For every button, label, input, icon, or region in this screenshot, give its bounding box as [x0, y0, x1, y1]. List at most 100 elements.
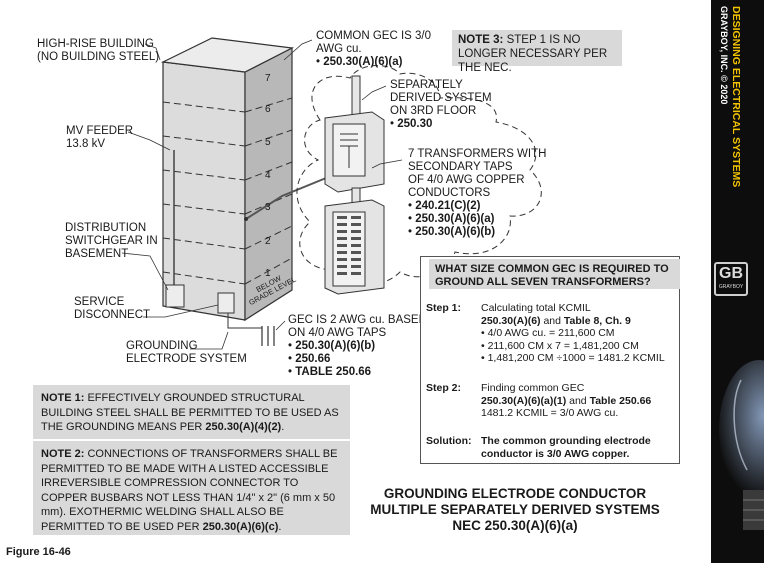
title-line: NEC 250.30(A)(6)(a): [452, 518, 578, 533]
label-line: • 240.21(C)(2): [408, 200, 481, 212]
code-ref: 250.30(A)(6)(a)(1): [481, 394, 567, 407]
code-ref: 250.30(A)(4)(2): [205, 421, 282, 433]
high-rise-label: HIGH-RISE BUILDING (NO BUILDING STEEL): [37, 38, 159, 64]
floor-number-1: 1: [265, 268, 271, 279]
and-text: and: [569, 394, 587, 407]
solution-text: The common grounding electrode conductor…: [481, 435, 651, 460]
sidebar-title: DESIGNING ELECTRICAL SYSTEMS: [730, 6, 742, 187]
label-line: GEC IS 2 AWG cu. BASED: [288, 314, 427, 326]
code-ref: 250.66: [295, 353, 331, 365]
label-line: BASEMENT: [65, 248, 129, 260]
figure-title: GROUNDING ELECTRODE CONDUCTOR MULTIPLE S…: [365, 486, 665, 534]
label-line: • 250.30(A)(6)(b): [408, 226, 496, 238]
building-illustration: [121, 37, 542, 350]
floor-number-4: 4: [265, 170, 271, 181]
label-line: 13.8 kV: [66, 138, 105, 150]
step-title: Calculating total KCMIL: [481, 302, 591, 314]
label-line: • 250.30(A)(6)(a): [408, 213, 495, 225]
label-line: HIGH-RISE BUILDING: [37, 38, 154, 50]
label-line: OF 4/0 AWG COPPER: [408, 174, 525, 186]
note-1: NOTE 1: EFFECTIVELY GROUNDED STRUCTURAL …: [33, 385, 350, 439]
title-line: MULTIPLE SEPARATELY DERIVED SYSTEMS: [370, 502, 660, 517]
code-ref: TABLE 250.66: [295, 366, 372, 378]
building-roof: [160, 37, 295, 73]
step-title: Finding common GEC: [481, 382, 585, 394]
label-line: • TABLE 250.66: [288, 366, 372, 378]
calc-line: 1481.2 KCMIL = 3/0 AWG cu.: [481, 407, 619, 419]
floor-number-5: 5: [265, 137, 271, 148]
code-ref: 250.30(A)(6): [481, 314, 541, 327]
solution: Solution: The common grounding electrode…: [426, 435, 676, 463]
note-2: NOTE 2: CONNECTIONS OF TRANSFORMERS SHAL…: [33, 441, 350, 535]
distribution-label: DISTRIBUTION SWITCHGEAR IN BASEMENT: [65, 222, 158, 261]
gec-to-electrode: [227, 313, 262, 329]
floor-number-6: 6: [265, 104, 271, 115]
step-body: Finding common GEC 250.30(A)(6)(a)(1) an…: [481, 382, 651, 420]
grounding-electrodes: [261, 326, 275, 346]
distribution-switchgear: [165, 284, 185, 308]
label-line: (NO BUILDING STEEL): [37, 51, 160, 63]
leader-lines: [121, 39, 403, 350]
note-label: NOTE 1:: [41, 392, 85, 404]
step-2: Step 2: Finding common GEC 250.30(A)(6)(…: [426, 382, 676, 422]
label-line: CONDUCTORS: [408, 187, 491, 199]
note-text: CONNECTIONS OF TRANSFORMERS SHALL BE PER…: [41, 448, 338, 533]
label-line: SECONDARY TAPS: [408, 161, 513, 173]
mv-feeder-label: MV FEEDER 13.8 kV: [66, 125, 133, 151]
code-ref: 250.30(A)(6)(b): [295, 340, 376, 352]
code-ref: 250.30(A)(6)(a): [415, 213, 495, 225]
code-ref: 250.30(A)(6)(c): [202, 520, 279, 533]
service-disconnect: [217, 292, 235, 314]
label-line: DISCONNECT: [74, 309, 151, 321]
floor-number-2: 2: [265, 236, 271, 247]
grounding-electrode-label: GROUNDING ELECTRODE SYSTEM: [126, 340, 247, 366]
label-line: ON 3RD FLOOR: [390, 105, 477, 117]
label-line: DERIVED SYSTEM: [390, 92, 492, 104]
label-line: GROUNDING: [126, 340, 198, 352]
gb-logo: GB GRAYBOY: [714, 262, 748, 296]
calculation-box: WHAT SIZE COMMON GEC IS REQUIRED TO GROU…: [420, 256, 680, 464]
label-line: DISTRIBUTION: [65, 222, 147, 234]
building-front-face: [162, 61, 246, 321]
label-line: • 250.66: [288, 353, 331, 365]
calc-line: • 1,481,200 CM ÷1000 = 1481.2 KCMIL: [481, 352, 665, 364]
publisher-sidebar: DESIGNING ELECTRICAL SYSTEMS GRAYBOY, IN…: [711, 0, 764, 563]
gec-tap-point: [244, 217, 248, 221]
label-line: SWITCHGEAR IN: [65, 235, 158, 247]
lightbulb-icon: [719, 360, 764, 530]
code-ref: 250.30(A)(6)(a): [323, 56, 403, 68]
label-line: COMMON GEC IS 3/0: [316, 30, 432, 42]
solution-label: Solution:: [426, 435, 472, 447]
code-ref: Table 250.66: [589, 394, 652, 407]
common-gec-label: COMMON GEC IS 3/0 AWG cu. • 250.30(A)(6)…: [316, 30, 431, 69]
label-line: MV FEEDER: [66, 125, 134, 137]
transformers-label: 7 TRANSFORMERS WITH SECONDARY TAPS OF 4/…: [408, 148, 546, 239]
note-label: NOTE 2:: [41, 448, 85, 460]
floor-number-7: 7: [265, 73, 271, 84]
figure-label: Figure 16-46: [6, 546, 71, 558]
label-line: 7 TRANSFORMERS WITH: [408, 148, 547, 160]
title-line: GROUNDING ELECTRODE CONDUCTOR: [383, 486, 647, 501]
note-text: STEP 1 IS NO LONGER NECESSARY PER THE NE…: [458, 34, 608, 74]
gec-taps-label: GEC IS 2 AWG cu. BASED ON 4/0 AWG TAPS •…: [288, 314, 427, 379]
and-text: and: [543, 314, 561, 327]
logo-small-text: GRAYBOY: [718, 284, 744, 290]
sidebar-copyright: GRAYBOY, INC. © 2020: [719, 6, 729, 104]
floor-number-3: 3: [265, 202, 271, 213]
sidebar-vertical-text: DESIGNING ELECTRICAL SYSTEMS GRAYBOY, IN…: [719, 6, 742, 187]
code-ref: 250.30(A)(6)(b): [415, 226, 496, 238]
step-label: Step 1:: [426, 302, 462, 314]
code-ref: 240.21(C)(2): [415, 200, 481, 212]
label-line: • 250.30(A)(6)(b): [288, 340, 376, 352]
label-line: ELECTRODE SYSTEM: [126, 353, 247, 365]
question-heading: WHAT SIZE COMMON GEC IS REQUIRED TO GROU…: [429, 259, 680, 289]
transformer-coils: [340, 133, 358, 168]
step-1: Step 1: Calculating total KCMIL 250.30(A…: [426, 302, 676, 368]
note-text: EFFECTIVELY GROUNDED STRUCTURAL BUILDING…: [41, 392, 339, 433]
note-label: NOTE 3:: [458, 34, 504, 46]
callout-cloud: [296, 64, 542, 286]
step-body: Calculating total KCMIL 250.30(A)(6) and…: [481, 302, 665, 365]
label-line: ON 4/0 AWG TAPS: [288, 327, 387, 339]
code-ref: 250.30: [397, 118, 433, 130]
